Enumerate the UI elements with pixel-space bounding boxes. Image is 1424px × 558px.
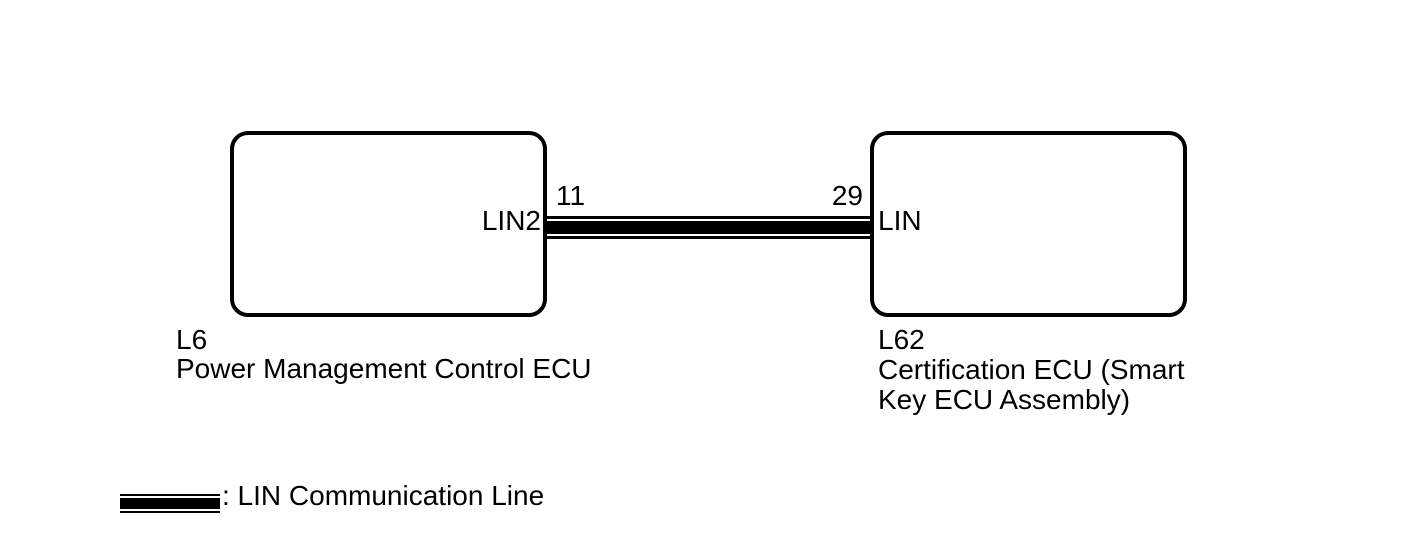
pin-number-11: 11	[556, 180, 586, 211]
pin-label-lin2: LIN2	[481, 205, 541, 236]
caption-right-ecu: L62 Certification ECU (Smart Key ECU Ass…	[878, 325, 1200, 415]
wire-stroke-top	[547, 216, 870, 219]
pin-number-29: 29	[831, 180, 863, 211]
left-ecu-name: Power Management Control ECU	[176, 353, 592, 384]
wire-stroke-middle	[547, 221, 870, 234]
caption-left-ecu: L6 Power Management Control ECU	[176, 325, 592, 383]
wire-stroke-bottom	[547, 236, 870, 239]
ecu-box-power-management: LIN2	[230, 131, 547, 317]
legend-lin-line-swatch	[120, 494, 220, 513]
right-ecu-code: L62	[878, 324, 925, 355]
right-ecu-name: Certification ECU (Smart Key ECU Assembl…	[878, 354, 1185, 415]
lin-communication-wire	[547, 216, 870, 239]
legend-label: : LIN Communication Line	[222, 480, 545, 511]
legend-stroke-bottom	[120, 511, 220, 513]
pin-label-lin: LIN	[878, 205, 922, 236]
ecu-box-certification: LIN	[870, 131, 1187, 317]
legend-stroke-middle	[120, 498, 220, 509]
left-ecu-code: L6	[176, 324, 208, 355]
legend-stroke-top	[120, 494, 220, 496]
